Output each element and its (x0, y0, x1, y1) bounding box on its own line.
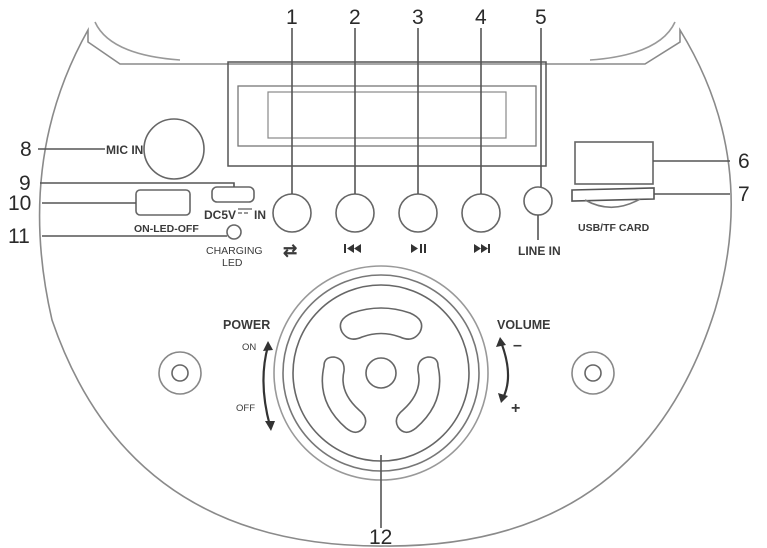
play-pause-icon (411, 244, 426, 253)
led-switch-label: ON-LED-OFF (134, 223, 199, 235)
power-on-label: ON (242, 342, 256, 353)
left-screw-hole (158, 351, 202, 395)
panel-top-edge (94, 21, 181, 61)
knob-right-grip (395, 356, 441, 434)
power-arc-arrow (262, 345, 272, 427)
callout-7: 7 (738, 183, 750, 206)
mic-in-jack[interactable] (143, 118, 205, 180)
prev-track-icon (344, 244, 361, 253)
callout-12: 12 (369, 526, 392, 548)
power-volume-knob[interactable] (273, 265, 489, 481)
charging-led-label-2: LED (222, 257, 243, 269)
callout-4: 4 (475, 6, 487, 29)
tf-card-slot[interactable] (571, 187, 655, 202)
knob-top-grip (339, 307, 423, 340)
power-off-label: OFF (236, 403, 255, 414)
play-pause-button[interactable] (398, 193, 438, 233)
dc-in-label-suffix: IN (254, 208, 266, 222)
volume-minus-label: – (513, 337, 522, 354)
right-screw-hole (571, 351, 615, 395)
panel-top-edge-right (589, 21, 676, 61)
charging-led (226, 224, 242, 240)
callout-9: 9 (19, 172, 31, 195)
next-track-icon (474, 244, 490, 253)
line-in-label: LINE IN (518, 244, 561, 258)
dc5v-in-port[interactable] (211, 186, 255, 203)
repeat-button[interactable] (272, 193, 312, 233)
usb-tf-label: USB/TF CARD (578, 222, 650, 234)
usb-port[interactable] (574, 141, 654, 185)
display-frame (227, 61, 547, 167)
callout-8: 8 (20, 138, 32, 161)
volume-plus-label: + (511, 400, 520, 417)
mic-in-label: MIC IN (106, 143, 143, 157)
display-screen (237, 85, 537, 147)
display-inner (267, 91, 507, 139)
knob-left-grip (321, 356, 367, 434)
volume-arc-arrow (499, 341, 510, 399)
callout-5: 5 (535, 6, 547, 29)
led-switch[interactable] (135, 189, 191, 216)
charging-led-label-1: CHARGING (206, 245, 263, 257)
line-in-jack[interactable] (523, 186, 553, 216)
callout-6: 6 (738, 150, 750, 173)
repeat-icon: ⇄ (283, 241, 297, 260)
callout-3: 3 (412, 6, 424, 29)
prev-track-button[interactable] (335, 193, 375, 233)
dc-in-label-prefix: DC5V (204, 208, 236, 222)
volume-label: VOLUME (497, 318, 550, 332)
callout-2: 2 (349, 6, 361, 29)
callout-10: 10 (8, 192, 31, 215)
callout-11: 11 (8, 225, 30, 248)
power-label: POWER (223, 318, 270, 332)
callout-1: 1 (286, 6, 298, 29)
next-track-button[interactable] (461, 193, 501, 233)
